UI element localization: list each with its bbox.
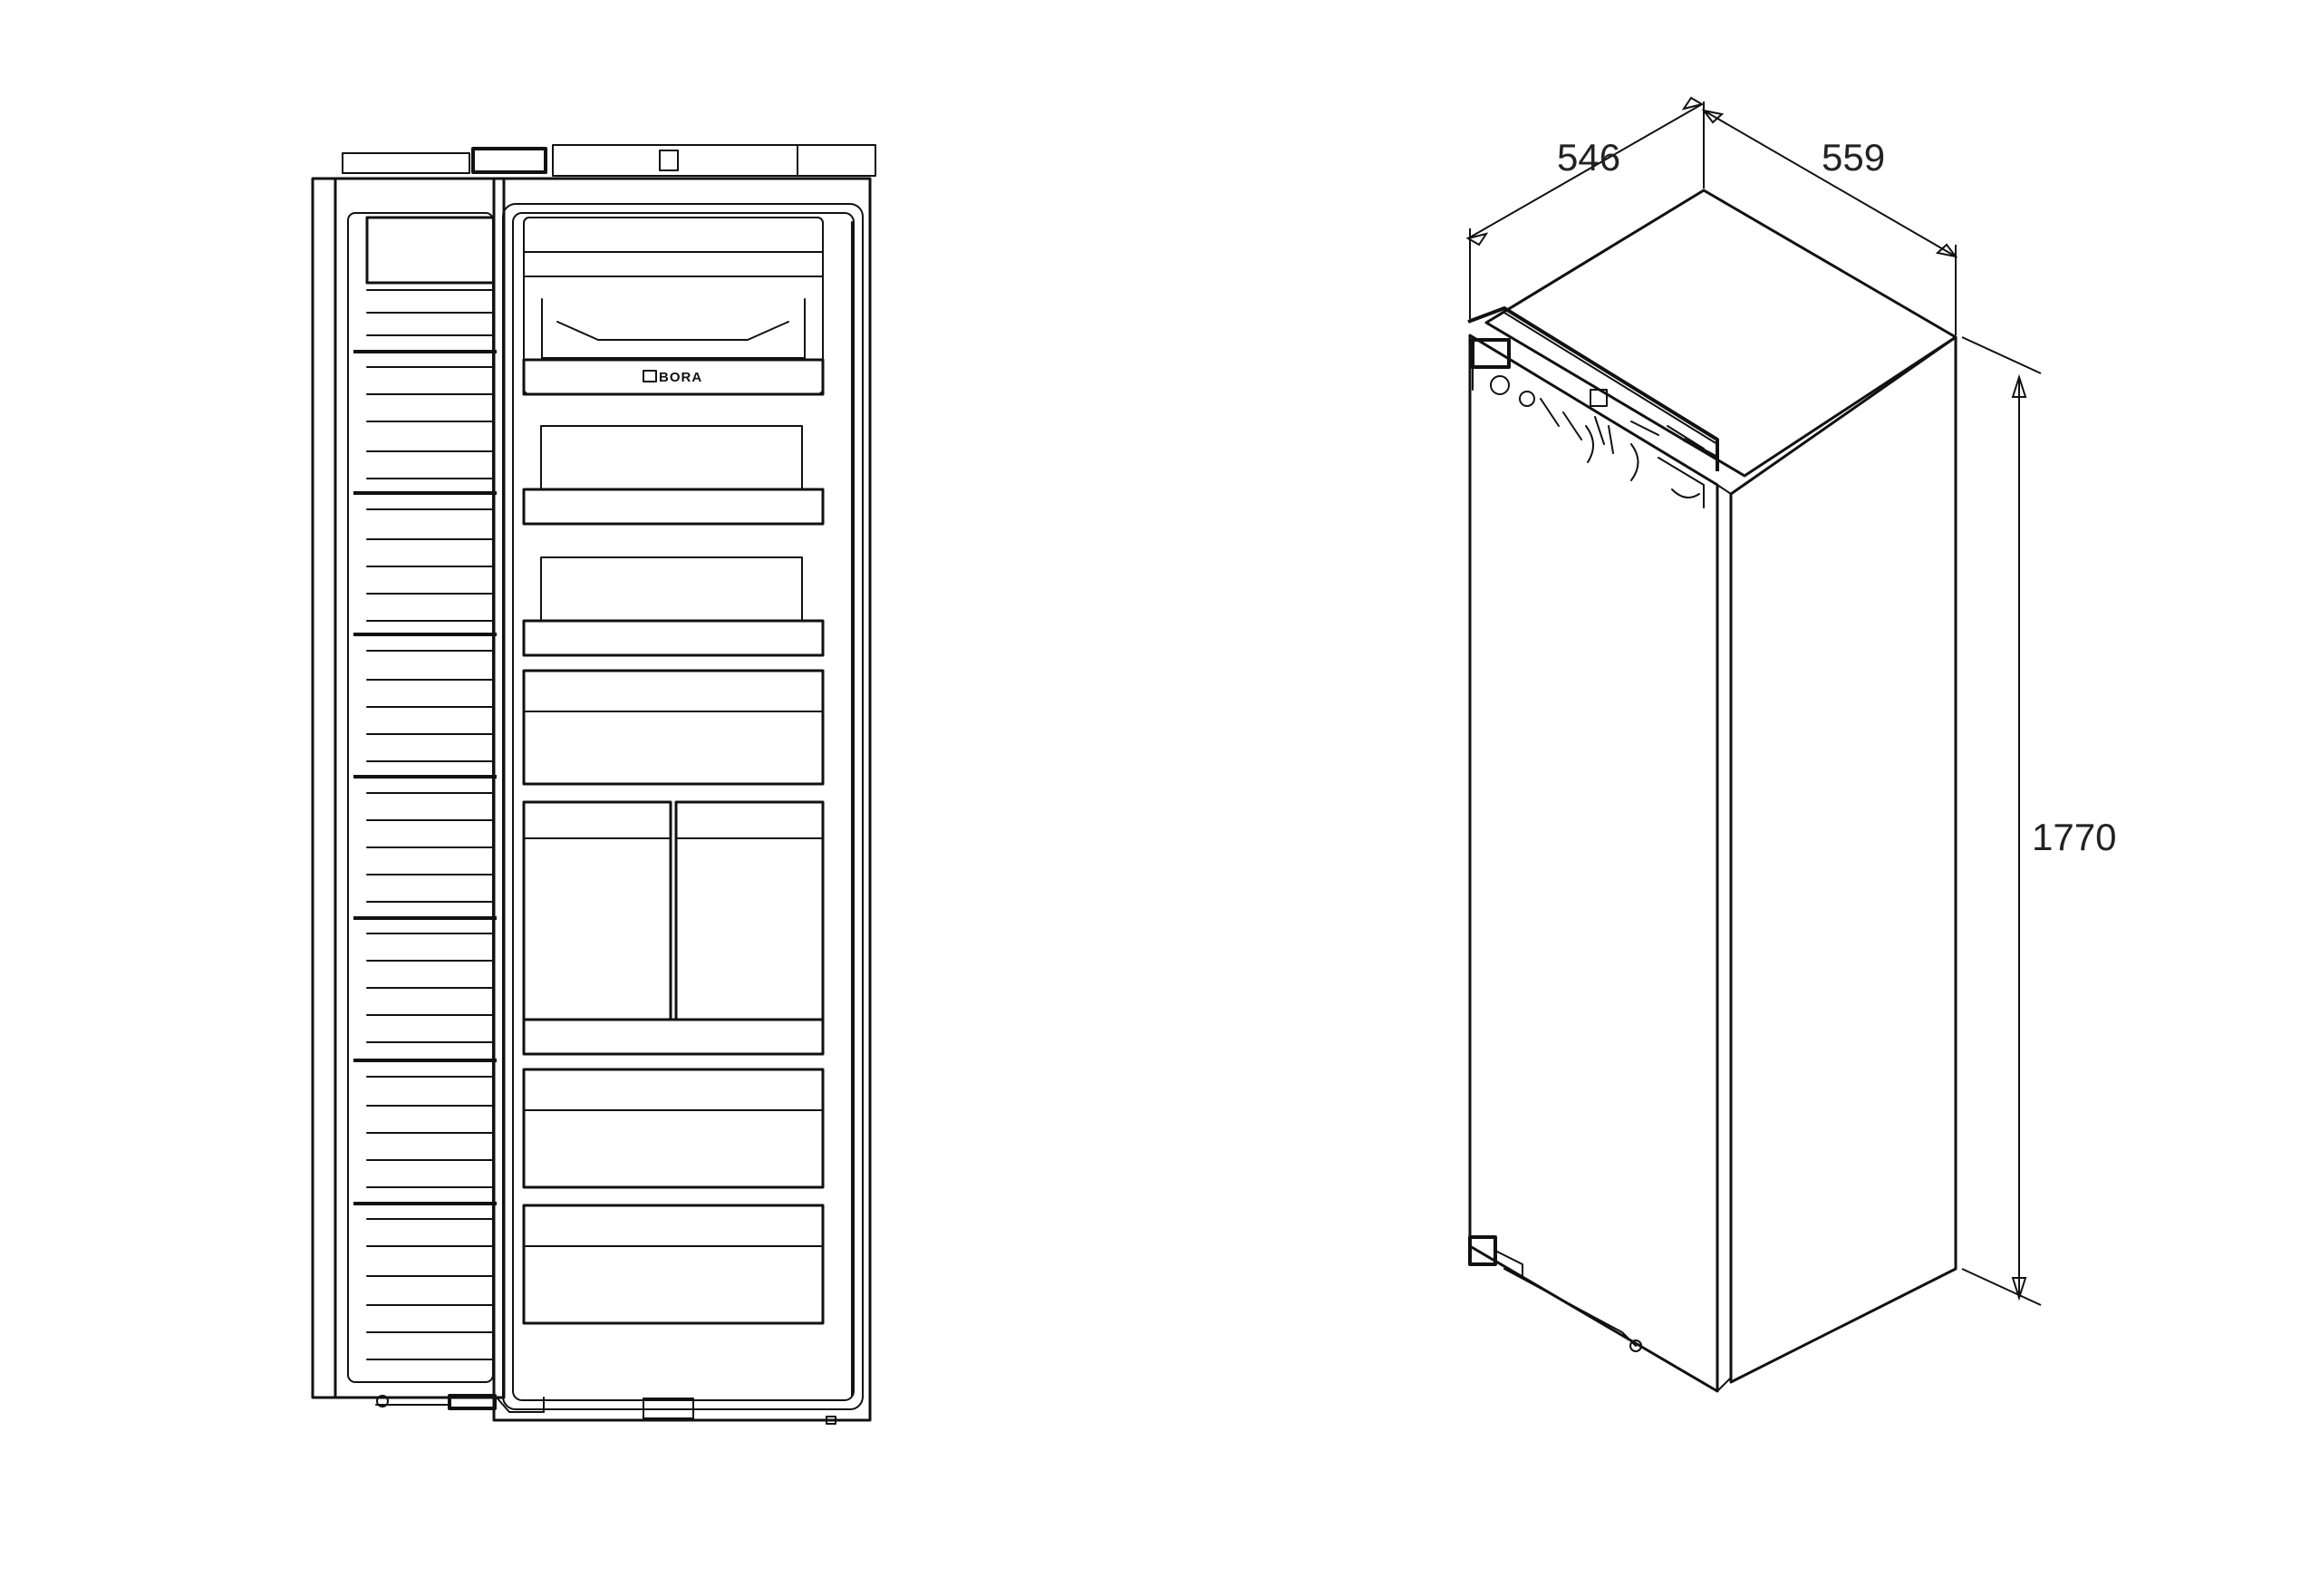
depth-label: 546 (1557, 136, 1620, 179)
side-face (1729, 335, 1958, 1384)
lower-drawer-2 (522, 1204, 825, 1325)
shelves (522, 425, 825, 657)
open-door (311, 177, 506, 1399)
height-label: 1770 (2032, 816, 2116, 858)
brand-label: BORA (659, 370, 702, 385)
cabinet (492, 177, 872, 1422)
top-compartment: BORA (522, 217, 825, 396)
width-dimension: 559 (1701, 102, 1958, 335)
depth-dimension: 546 (1465, 96, 1705, 319)
front-face (1468, 334, 1719, 1393)
height-dimension: 1770 (1961, 336, 2116, 1306)
front-view: BORA (311, 144, 876, 1425)
width-label: 559 (1822, 136, 1885, 179)
crisper-drawers (522, 800, 825, 1056)
top-hinge-strip (342, 144, 876, 177)
brand-logo-icon (643, 370, 657, 382)
top-brackets (1467, 306, 1719, 508)
bottom-hinge (375, 1394, 836, 1425)
top-face (1484, 189, 1958, 478)
door-edge (1716, 484, 1732, 1392)
middle-drawer (522, 669, 825, 786)
door-shelves (353, 289, 497, 1360)
isometric-view: 546 559 1770 (1465, 96, 2116, 1393)
bottom-hinge-iso (1468, 1235, 1642, 1352)
lower-drawer-1 (522, 1068, 825, 1189)
